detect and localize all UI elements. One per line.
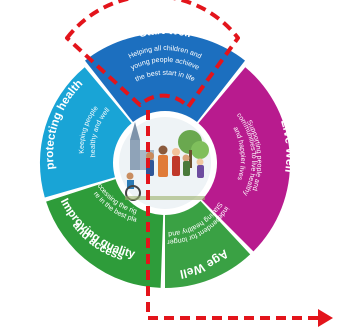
ground	[125, 196, 205, 200]
segment-improving-quality	[46, 179, 164, 288]
segment-live-well	[198, 67, 291, 252]
arrowhead-icon	[318, 309, 333, 327]
segment-start-well	[85, 33, 245, 122]
arrow-line	[146, 110, 318, 320]
start-well-highlight	[65, 0, 333, 327]
segment-age-well	[165, 201, 251, 288]
segment-promoting-health	[39, 67, 132, 198]
tree-icon	[178, 130, 209, 168]
highlight-outline	[65, 0, 240, 109]
people-icon	[146, 145, 204, 178]
center-illustration	[114, 112, 216, 214]
segments-group	[39, 33, 291, 288]
